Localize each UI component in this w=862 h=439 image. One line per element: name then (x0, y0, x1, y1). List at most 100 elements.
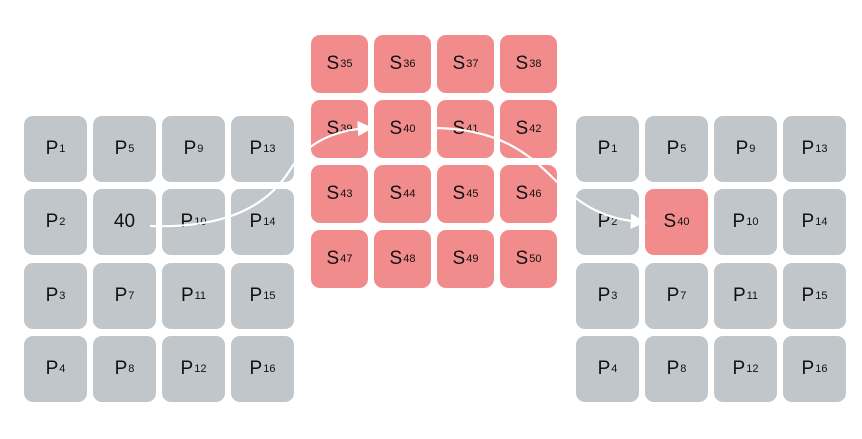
cell-label: S (326, 118, 340, 139)
cell-label: S (663, 211, 677, 232)
cell-subscript: 43 (340, 188, 353, 200)
cell-label: S (515, 183, 529, 204)
cell-subscript: 37 (466, 58, 479, 70)
cell-label: P (114, 285, 128, 306)
cell-label: P (666, 285, 680, 306)
cell-subscript: 1 (611, 143, 618, 155)
cell-subscript: 16 (815, 363, 828, 375)
cell-subscript: 45 (466, 188, 479, 200)
cell-label: P (45, 138, 59, 159)
cell-subscript: 11 (746, 290, 759, 302)
cell-label: P (801, 211, 815, 232)
cell-subscript: 12 (194, 363, 207, 375)
cell-subscript: 3 (611, 290, 618, 302)
cell-subscript: 9 (749, 143, 756, 155)
cell-subscript: 42 (529, 123, 542, 135)
cell-label: P (114, 358, 128, 379)
cell-label: S (452, 183, 466, 204)
cell-label: S (515, 53, 529, 74)
cell-label: P (249, 138, 263, 159)
cell-label: P (180, 285, 194, 306)
cell-label: P (180, 358, 194, 379)
cell-subscript: 36 (403, 58, 416, 70)
cell-label: S (515, 248, 529, 269)
cell-label: P (801, 138, 815, 159)
cell-label: P (801, 285, 815, 306)
cell-label: P (597, 285, 611, 306)
cell-subscript: 15 (815, 290, 828, 302)
left-grid-cell: 40 (93, 189, 156, 255)
cell-subscript: 10 (194, 216, 207, 228)
cell-label: P (597, 138, 611, 159)
cell-subscript: 49 (466, 253, 479, 265)
cell-label: S (389, 118, 403, 139)
cell-label: P (45, 358, 59, 379)
cell-label: P (183, 138, 197, 159)
cell-label: 40 (113, 211, 136, 232)
cell-subscript: 2 (611, 216, 618, 228)
cell-subscript: 12 (746, 363, 759, 375)
cell-subscript: 47 (340, 253, 353, 265)
cell-label: S (389, 248, 403, 269)
cell-subscript: 1 (59, 143, 66, 155)
cell-subscript: 4 (59, 363, 66, 375)
cell-subscript: 38 (529, 58, 542, 70)
cell-subscript: 15 (263, 290, 276, 302)
cell-subscript: 14 (263, 216, 276, 228)
cell-subscript: 46 (529, 188, 542, 200)
cell-subscript: 8 (128, 363, 135, 375)
cell-label: P (735, 138, 749, 159)
cell-subscript: 8 (680, 363, 687, 375)
cell-subscript: 16 (263, 363, 276, 375)
cell-subscript: 40 (403, 123, 416, 135)
cell-subscript: 4 (611, 363, 618, 375)
cell-subscript: 41 (466, 123, 479, 135)
cell-subscript: 10 (746, 216, 759, 228)
cell-label: S (452, 53, 466, 74)
cell-label: P (249, 358, 263, 379)
cell-label: P (732, 285, 746, 306)
cell-label: P (801, 358, 815, 379)
cell-label: P (249, 285, 263, 306)
cell-subscript: 13 (263, 143, 276, 155)
cell-subscript: 35 (340, 58, 353, 70)
cell-subscript: 14 (815, 216, 828, 228)
cell-subscript: 11 (194, 290, 207, 302)
cell-label: S (452, 248, 466, 269)
